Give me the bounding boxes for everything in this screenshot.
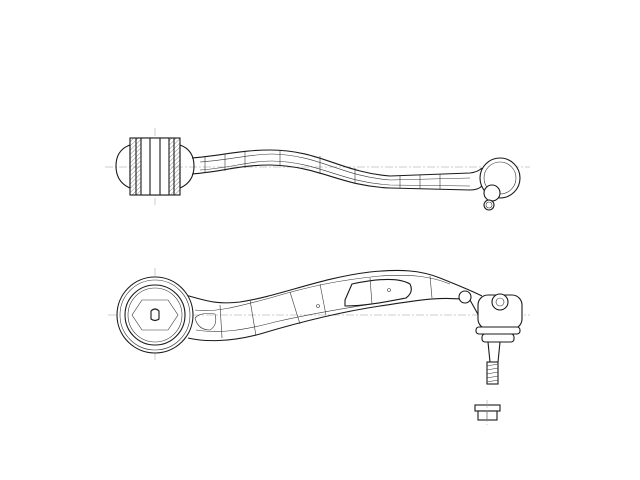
top-bushing-eye: [116, 276, 194, 354]
side-bushing: [115, 137, 195, 196]
top-arm: [184, 269, 483, 342]
side-ball-joint: [479, 157, 521, 211]
top-view: [108, 268, 530, 425]
top-ball-joint: [475, 293, 523, 385]
nut: [474, 400, 501, 425]
side-view: [105, 128, 530, 211]
side-arm: [191, 149, 483, 191]
